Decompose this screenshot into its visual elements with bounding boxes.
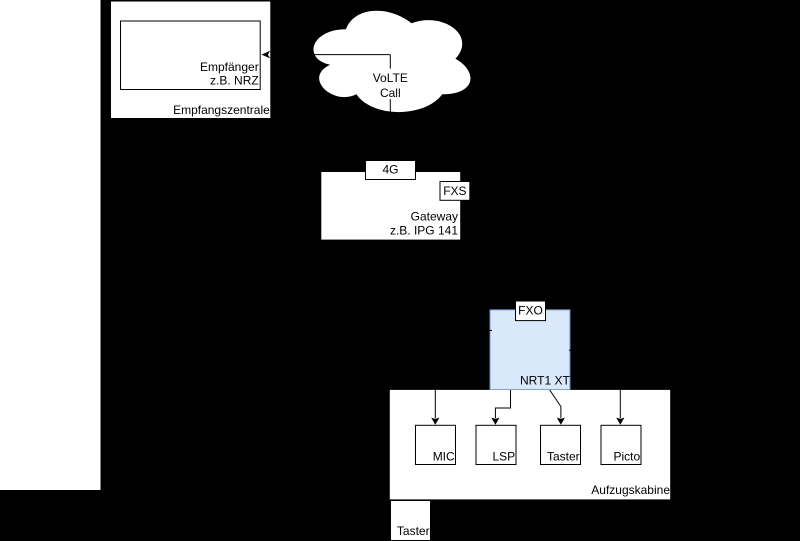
svg-text:Picto: Picto xyxy=(614,449,641,463)
svg-text:Taster: Taster xyxy=(547,449,580,463)
svg-text:z.B. NRZ: z.B. NRZ xyxy=(210,74,259,88)
svg-text:FXS: FXS xyxy=(443,184,466,198)
svg-text:z.B. IPG 141: z.B. IPG 141 xyxy=(390,223,458,237)
svg-text:Empfangszentrale: Empfangszentrale xyxy=(173,103,270,117)
svg-text:MIC: MIC xyxy=(433,449,455,463)
svg-text:Empfänger: Empfänger xyxy=(200,60,259,74)
svg-text:LSP: LSP xyxy=(493,449,516,463)
svg-text:Gateway: Gateway xyxy=(411,210,458,224)
svg-text:Aufzugskabine: Aufzugskabine xyxy=(591,483,670,497)
svg-text:FXO: FXO xyxy=(518,303,543,317)
svg-text:Call: Call xyxy=(380,86,401,100)
svg-text:VoLTE: VoLTE xyxy=(373,71,408,85)
svg-text:NRT1 XT: NRT1 XT xyxy=(520,373,570,387)
svg-text:Taster: Taster xyxy=(397,524,430,538)
svg-text:4G: 4G xyxy=(382,162,398,176)
